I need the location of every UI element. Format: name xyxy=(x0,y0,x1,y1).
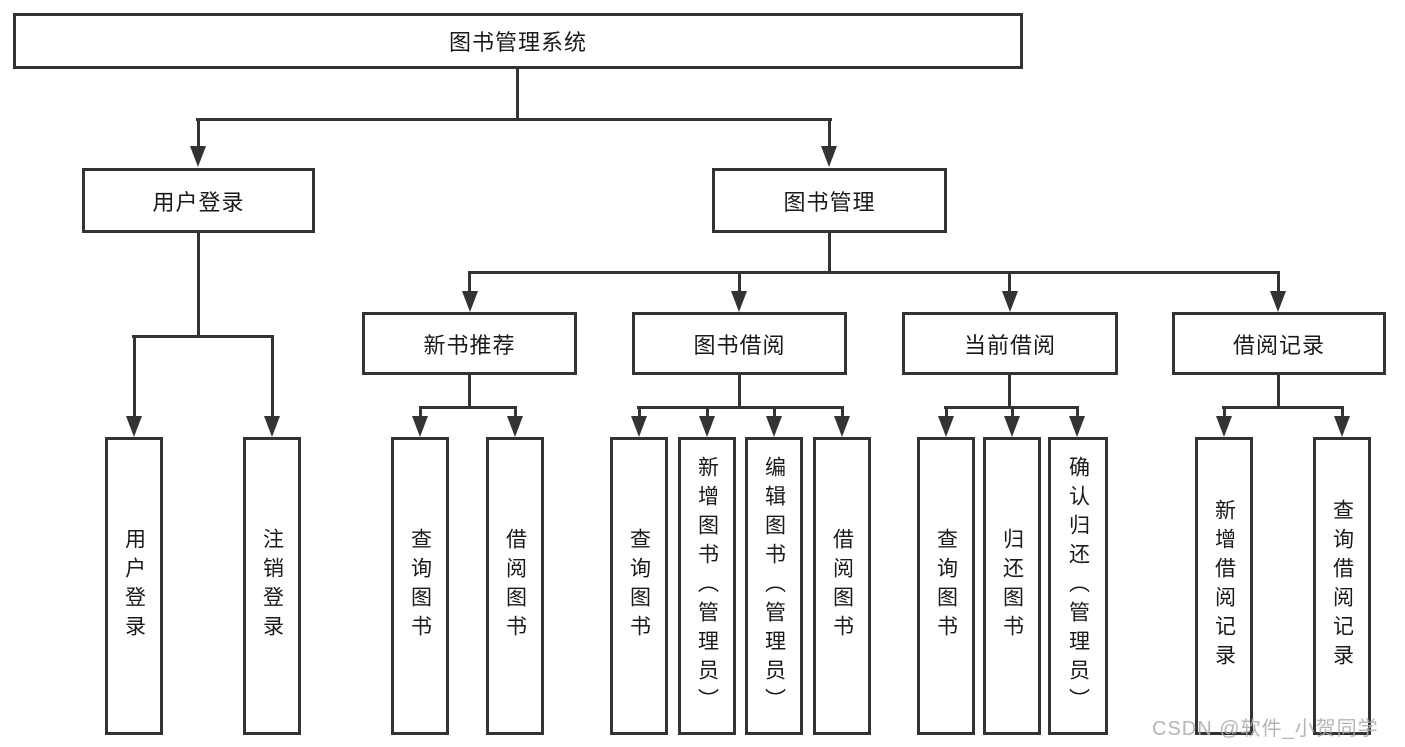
leaf-query-books-current: 查询图书 xyxy=(917,437,975,735)
line xyxy=(828,118,831,148)
arrow-down-icon xyxy=(821,146,837,167)
leaf-borrow-books-recommend-label: 借阅图书 xyxy=(503,528,527,644)
line xyxy=(468,375,471,409)
arrow-down-icon xyxy=(1270,291,1286,312)
node-book-management: 图书管理 xyxy=(712,168,947,233)
node-root-label: 图书管理系统 xyxy=(448,30,587,55)
leaf-add-borrow-record-label: 新增借阅记录 xyxy=(1212,499,1236,673)
line xyxy=(419,406,422,418)
line xyxy=(1277,375,1280,409)
line xyxy=(1223,406,1226,418)
line xyxy=(516,68,519,120)
line xyxy=(514,406,517,418)
line xyxy=(706,406,709,418)
leaf-query-books-borrowing-label: 查询图书 xyxy=(627,528,651,644)
leaf-borrow-books-borrowing-label: 借阅图书 xyxy=(830,528,854,644)
line xyxy=(196,118,832,121)
line xyxy=(773,406,776,418)
leaf-logout-label: 注销登录 xyxy=(260,528,284,644)
node-borrowing-records-label: 借阅记录 xyxy=(1232,332,1325,358)
leaf-add-borrow-record: 新增借阅记录 xyxy=(1195,437,1253,735)
line xyxy=(738,375,741,409)
node-current-borrowing-label: 当前借阅 xyxy=(963,332,1056,358)
leaf-confirm-return-admin-label: 确认归还（管理员） xyxy=(1066,455,1090,717)
leaf-logout: 注销登录 xyxy=(243,437,301,735)
leaf-query-books-recommend-label: 查询图书 xyxy=(408,528,432,644)
arrow-down-icon xyxy=(631,416,647,437)
arrow-down-icon xyxy=(1002,291,1018,312)
arrow-down-icon xyxy=(126,416,142,437)
csdn-watermark: CSDN @软件_小贺同学 xyxy=(1152,718,1379,740)
leaf-add-books-admin: 新增图书（管理员） xyxy=(678,437,736,735)
node-book-borrowing-label: 图书借阅 xyxy=(693,332,786,358)
leaf-return-books-label: 归还图书 xyxy=(1000,528,1024,644)
leaf-user-login: 用户登录 xyxy=(105,437,163,735)
node-book-management-label: 图书管理 xyxy=(783,189,876,215)
line xyxy=(1277,271,1280,293)
arrow-down-icon xyxy=(507,416,523,437)
leaf-query-books-borrowing: 查询图书 xyxy=(610,437,668,735)
line xyxy=(132,335,274,338)
node-root: 图书管理系统 xyxy=(13,13,1023,69)
leaf-borrow-books-recommend: 借阅图书 xyxy=(486,437,544,735)
line xyxy=(1341,406,1344,418)
arrow-down-icon xyxy=(938,416,954,437)
arrow-down-icon xyxy=(1004,416,1020,437)
node-book-borrowing: 图书借阅 xyxy=(632,312,847,375)
leaf-return-books: 归还图书 xyxy=(983,437,1041,735)
leaf-confirm-return-admin: 确认归还（管理员） xyxy=(1048,437,1108,735)
leaf-edit-books-admin: 编辑图书（管理员） xyxy=(745,437,803,735)
leaf-query-books-recommend: 查询图书 xyxy=(391,437,449,735)
arrow-down-icon xyxy=(190,146,206,167)
line xyxy=(828,233,831,274)
node-new-book-recommend-label: 新书推荐 xyxy=(423,332,516,358)
node-current-borrowing: 当前借阅 xyxy=(902,312,1118,375)
leaf-edit-books-admin-label: 编辑图书（管理员） xyxy=(762,455,786,717)
line xyxy=(1011,406,1014,418)
line xyxy=(841,406,844,418)
node-new-book-recommend: 新书推荐 xyxy=(362,312,577,375)
arrow-down-icon xyxy=(412,416,428,437)
line xyxy=(197,118,200,148)
arrow-down-icon xyxy=(731,291,747,312)
node-user-login-label: 用户登录 xyxy=(152,189,245,215)
line xyxy=(638,406,641,418)
line xyxy=(738,271,741,293)
arrow-down-icon xyxy=(834,416,850,437)
leaf-query-borrow-record: 查询借阅记录 xyxy=(1313,437,1371,735)
leaf-user-login-label: 用户登录 xyxy=(122,528,146,644)
line xyxy=(1222,406,1344,409)
line xyxy=(133,335,136,418)
node-user-login: 用户登录 xyxy=(82,168,315,233)
node-borrowing-records: 借阅记录 xyxy=(1172,312,1386,375)
line xyxy=(945,406,948,418)
line xyxy=(637,406,844,409)
leaf-query-books-current-label: 查询图书 xyxy=(934,528,958,644)
arrow-down-icon xyxy=(1334,416,1350,437)
arrow-down-icon xyxy=(462,291,478,312)
line xyxy=(1008,375,1011,409)
line xyxy=(419,406,517,409)
arrow-down-icon xyxy=(699,416,715,437)
arrow-down-icon xyxy=(1069,416,1085,437)
line xyxy=(1076,406,1079,418)
leaf-query-borrow-record-label: 查询借阅记录 xyxy=(1330,499,1354,673)
leaf-borrow-books-borrowing: 借阅图书 xyxy=(813,437,871,735)
arrow-down-icon xyxy=(766,416,782,437)
arrow-down-icon xyxy=(264,416,280,437)
line xyxy=(197,233,200,338)
line xyxy=(1008,271,1011,293)
line xyxy=(271,335,274,418)
leaf-add-books-admin-label: 新增图书（管理员） xyxy=(695,455,719,717)
arrow-down-icon xyxy=(1216,416,1232,437)
line xyxy=(468,271,1280,274)
line xyxy=(468,271,471,293)
